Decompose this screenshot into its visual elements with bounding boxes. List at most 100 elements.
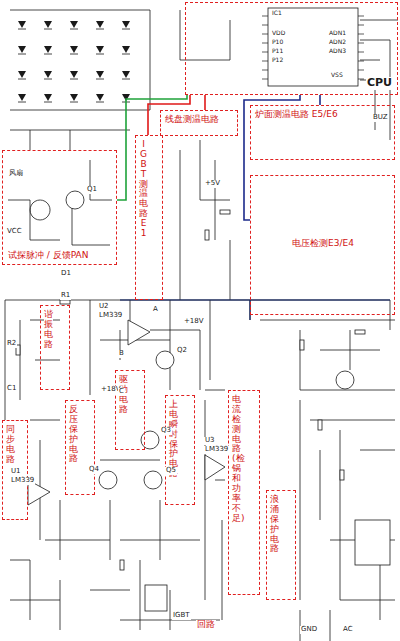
block-title: 试探脉冲 / 反馈PAN [7, 250, 90, 260]
led-array [18, 21, 130, 102]
led-bar [70, 79, 78, 80]
component-label: BUZ [372, 114, 389, 122]
component-label: +18V [183, 318, 205, 326]
component-label: LM339 [98, 312, 123, 320]
led-symbol [18, 21, 26, 28]
pin-name: ADN2 [328, 39, 347, 46]
led-symbol [70, 94, 78, 101]
pin-name: P10 [271, 39, 284, 46]
pin-name: IC1 [271, 10, 283, 17]
led-symbol [18, 94, 26, 101]
block-title: 线盘测温电路 [164, 114, 220, 124]
led-symbol [96, 46, 104, 53]
component-label: Q5 [165, 467, 177, 475]
led-bar [122, 29, 130, 30]
circuit-block: 电流检测电路(检锅和功率不足) [228, 390, 260, 595]
wire-group [5, 8, 398, 641]
block-title: 同步电路 [6, 424, 15, 466]
component-label: C [118, 388, 125, 396]
circuit-block: 上电瞬时保护电路 [165, 395, 195, 505]
led-symbol [44, 94, 52, 101]
chip-pin [358, 61, 364, 62]
chip-pin [262, 34, 268, 35]
component-label: Q4 [88, 466, 100, 474]
chip-pin [358, 43, 364, 44]
cpu-chip [268, 8, 358, 86]
block-title: IGBT测温电路 E1 [139, 139, 148, 240]
component-label: LM339 [204, 446, 229, 454]
led-bar [70, 29, 78, 30]
pin-name: VSS [330, 72, 344, 79]
chip-pin [358, 16, 364, 17]
component-label: 回路 [196, 620, 216, 630]
circuit-block: IGBT测温电路 E1 [135, 135, 163, 300]
led-symbol [96, 71, 104, 78]
led-symbol [122, 46, 130, 53]
component-label: IGBT [172, 612, 191, 620]
led-bar [122, 54, 130, 55]
chip-pin [262, 16, 268, 17]
led-bar [122, 79, 130, 80]
pin-name: P11 [271, 48, 284, 55]
led-bar [18, 54, 26, 55]
led-bar [44, 54, 52, 55]
led-bar [96, 79, 104, 80]
block-title: 电流检测电路(检锅和功率不足) [232, 394, 241, 525]
chip-pin [358, 52, 364, 53]
component-label: A [152, 306, 159, 314]
led-bar [96, 29, 104, 30]
led-bar [70, 102, 78, 103]
led-bar [18, 29, 26, 30]
chip-pin [262, 52, 268, 53]
cpu-block: CPU [185, 2, 398, 95]
component-label: 风扇 [8, 170, 24, 178]
chip-pin [262, 70, 268, 71]
led-symbol [122, 21, 130, 28]
chip-pin [358, 25, 364, 26]
circuit-block: 驱动电路 [115, 370, 145, 450]
led-bar [18, 79, 26, 80]
pin-name: VDD [271, 30, 286, 37]
led-symbol [18, 71, 26, 78]
pin-name: ADN3 [328, 48, 347, 55]
component-label: Q1 [86, 186, 98, 194]
led-symbol [44, 71, 52, 78]
signal-connector [319, 95, 321, 105]
led-symbol [70, 46, 78, 53]
component-label: Q3 [160, 427, 172, 435]
led-symbol [122, 71, 130, 78]
circuit-block: 试探脉冲 / 反馈PAN [2, 150, 117, 265]
led-bar [44, 29, 52, 30]
component-label: B [118, 350, 125, 358]
circuit-block: 谐振电路 [40, 305, 70, 390]
component-label: U2 [98, 303, 110, 311]
led-symbol [44, 46, 52, 53]
component-label: R2 [6, 340, 17, 348]
led-bar [96, 102, 104, 103]
led-symbol [18, 46, 26, 53]
led-bar [44, 102, 52, 103]
component-label: U3 [204, 437, 216, 445]
component-label: C1 [6, 385, 17, 393]
circuit-block: 电压检测E3/E4 [250, 175, 395, 315]
component-label: D1 [60, 270, 72, 278]
led-symbol [70, 71, 78, 78]
component-label: LM339 [10, 477, 35, 485]
chip-pin [262, 79, 268, 80]
circuit-block: 反压保护电路 [65, 400, 95, 495]
circuit-block: 浪涌保护电路 [266, 490, 296, 600]
component-label: R1 [60, 292, 71, 300]
chip-pin [358, 70, 364, 71]
block-title: 反压保护电路 [69, 404, 78, 465]
component-label: AC [342, 626, 354, 634]
signal-connector [204, 95, 206, 110]
led-bar [96, 54, 104, 55]
block-title: 电压检测E3/E4 [291, 238, 355, 248]
component-label: GND [300, 626, 318, 634]
pin-name: ADN1 [328, 30, 347, 37]
component-label: Q2 [176, 347, 188, 355]
led-bar [70, 54, 78, 55]
chip-pin [358, 79, 364, 80]
component-label: +5V [204, 180, 221, 188]
bus-wire [120, 300, 390, 320]
